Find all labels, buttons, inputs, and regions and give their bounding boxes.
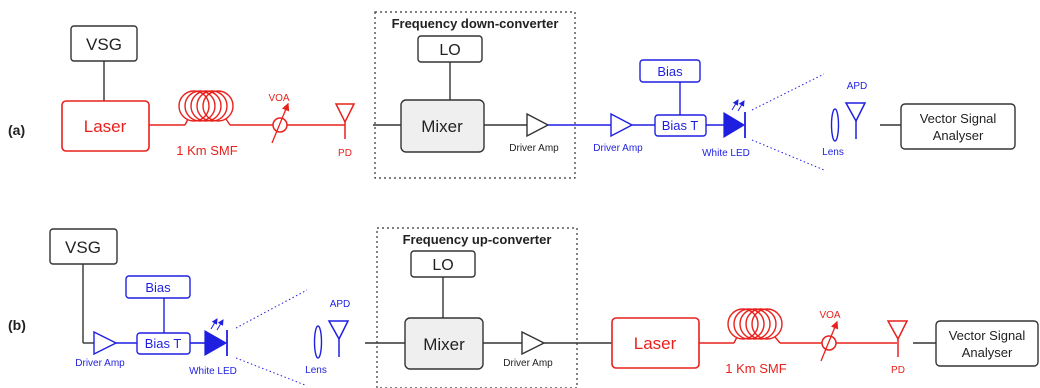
lens-label: Lens <box>822 147 844 158</box>
voa-label: VOA <box>268 93 289 104</box>
vsa-box-b <box>935 320 1039 367</box>
fiber-coil-icon <box>178 90 234 126</box>
white-led-icon-b <box>204 318 228 357</box>
white-led-label: White LED <box>702 148 750 159</box>
fiber-label: 1 Km SMF <box>176 143 237 158</box>
pd-label: PD <box>338 148 352 159</box>
white-led-label-b: White LED <box>189 366 237 377</box>
apd-label: APD <box>847 81 868 92</box>
driver-amp-1-icon <box>526 112 550 138</box>
bias-box-b <box>125 275 191 299</box>
up-converter-title: Frequency up-converter <box>403 232 552 247</box>
down-converter-title: Frequency down-converter <box>392 16 559 31</box>
bias-box <box>639 59 701 83</box>
down-converter-frame <box>374 11 576 179</box>
driver-amp-1-label: Driver Amp <box>509 143 559 154</box>
driver-amp-2-label: Driver Amp <box>593 143 643 154</box>
laser-label-b: Laser <box>634 334 677 353</box>
mixer-label: Mixer <box>421 117 463 136</box>
fiber-coil-icon-b <box>727 308 783 344</box>
driver-amp-2-icon <box>610 112 634 138</box>
panel-b-label: (b) <box>8 317 26 333</box>
vsg-label: VSG <box>86 35 122 54</box>
pd-label-b: PD <box>891 365 905 376</box>
driver-amp-b-2-icon <box>521 330 546 356</box>
bias-label: Bias <box>657 64 683 79</box>
light-beam-b <box>235 289 308 386</box>
lo-label: LO <box>439 42 460 59</box>
white-led-icon <box>723 99 746 139</box>
vsa-label-b-line2: Analyser <box>962 345 1013 360</box>
bias-label-b: Bias <box>145 280 171 295</box>
voa-label-b: VOA <box>819 310 840 321</box>
light-beam <box>751 73 825 171</box>
laser-label: Laser <box>84 117 127 136</box>
driver-amp-b-1-label: Driver Amp <box>75 358 125 369</box>
vsa-label-line2: Analyser <box>933 128 984 143</box>
fiber-label-b: 1 Km SMF <box>725 361 786 376</box>
apd-icon-b <box>327 320 350 357</box>
voa-icon-b <box>820 320 839 362</box>
pd-icon <box>334 103 356 139</box>
lo-label-b: LO <box>432 257 453 274</box>
bias-t-label-b: Bias T <box>145 336 182 351</box>
lens-icon-b <box>313 325 323 359</box>
driver-amp-b-2-label: Driver Amp <box>503 358 553 369</box>
apd-icon <box>844 102 867 139</box>
voa-icon <box>271 102 290 144</box>
lens-icon <box>830 108 840 142</box>
up-converter-frame <box>376 227 578 388</box>
mixer-label-b: Mixer <box>423 335 465 354</box>
panel-a-label: (a) <box>8 122 25 138</box>
apd-label-b: APD <box>330 299 351 310</box>
laser-box <box>61 100 150 152</box>
vsa-label-b-line1: Vector Signal <box>949 328 1026 343</box>
vsa-label-line1: Vector Signal <box>920 111 997 126</box>
pd-icon-b <box>886 320 909 357</box>
panel-a: (a) VSG Laser 1 Km SMF VOA PD <box>8 11 1016 179</box>
mixer-box <box>400 99 485 153</box>
bias-t-label: Bias T <box>662 118 699 133</box>
lens-label-b: Lens <box>305 365 327 376</box>
panel-b: (b) VSG Driver Amp Bias Bias T White LED… <box>8 227 1039 388</box>
driver-amp-b-1-icon <box>93 330 118 356</box>
vsa-box <box>900 103 1016 150</box>
vsg-label-b: VSG <box>65 238 101 257</box>
